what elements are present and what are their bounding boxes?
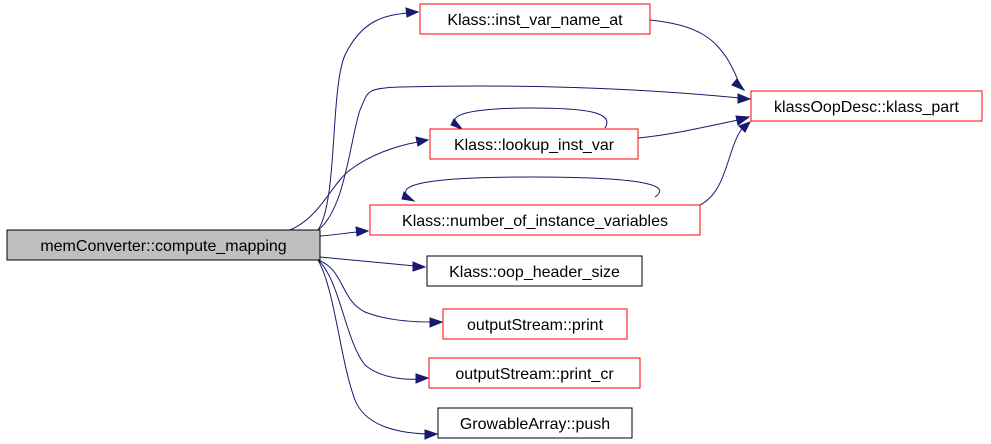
edge-compute-mapping-to-klass-part (317, 85, 741, 231)
edge-compute-mapping-to-number-of-instance-variables (319, 231, 359, 237)
node-box (429, 128, 639, 160)
edge-compute-mapping-to-inst-var-name-at (317, 12, 409, 231)
node-print[interactable]: outputStream::print (442, 308, 628, 340)
node-label: outputStream::print (467, 317, 604, 334)
node-box (426, 255, 643, 287)
node-label: Klass::inst_var_name_at (447, 12, 623, 29)
node-box (369, 204, 701, 236)
arrowhead (401, 191, 416, 202)
edge-compute-mapping-to-print (317, 259, 433, 323)
node-oop-header-size[interactable]: Klass::oop_header_size (426, 255, 643, 287)
node-lookup-inst-var[interactable]: Klass::lookup_inst_var (429, 128, 639, 160)
node-label: Klass::number_of_instance_variables (402, 213, 668, 230)
node-klass-part[interactable]: klassOopDesc::klass_part (750, 90, 983, 122)
arrowhead (429, 317, 444, 328)
arrowhead (737, 93, 752, 104)
edge-number-of-instance-variables-to-klass-part (699, 126, 745, 206)
node-label: memConverter::compute_mapping (40, 238, 286, 255)
arrowhead (731, 78, 746, 92)
node-box (419, 3, 651, 35)
node-compute-mapping[interactable]: memConverter::compute_mapping (6, 229, 321, 261)
node-label: Klass::oop_header_size (449, 264, 620, 281)
arrowhead (424, 429, 439, 440)
arrowhead (355, 226, 370, 237)
node-number-of-instance-variables[interactable]: Klass::number_of_instance_variables (369, 204, 701, 236)
arrowhead (450, 118, 464, 131)
node-box (750, 90, 983, 122)
arrowhead (405, 7, 420, 18)
node-box (437, 407, 633, 439)
node-inst-var-name-at[interactable]: Klass::inst_var_name_at (419, 3, 651, 35)
arrowhead (738, 121, 752, 133)
edge-lookup-inst-var-self-loop (454, 107, 608, 129)
edge-number-of-instance-variables-self-loop (405, 176, 661, 199)
node-label: GrowableArray::push (460, 416, 610, 433)
node-label: Klass::lookup_inst_var (454, 137, 615, 154)
nodes: memConverter::compute_mapping Klass::ins… (6, 3, 983, 439)
edge-compute-mapping-to-oop-header-size (319, 256, 416, 267)
node-print-cr[interactable]: outputStream::print_cr (428, 357, 641, 389)
edge-inst-var-name-at-to-klass-part (649, 19, 741, 87)
node-box (6, 229, 321, 261)
node-label: klassOopDesc::klass_part (774, 99, 960, 116)
arrowhead (735, 115, 751, 126)
edges (284, 7, 752, 440)
node-box (428, 357, 641, 389)
arrowhead (415, 373, 430, 384)
edge-compute-mapping-to-print-cr (317, 259, 419, 380)
node-box (442, 308, 628, 340)
node-label: outputStream::print_cr (455, 366, 614, 383)
arrowhead (415, 136, 430, 147)
node-push[interactable]: GrowableArray::push (437, 407, 633, 439)
edge-lookup-inst-var-to-klass-part (637, 119, 739, 139)
edge-compute-mapping-to-push (317, 259, 429, 435)
arrowhead (412, 261, 427, 272)
edge-compute-mapping-to-lookup-inst-var (284, 141, 419, 233)
